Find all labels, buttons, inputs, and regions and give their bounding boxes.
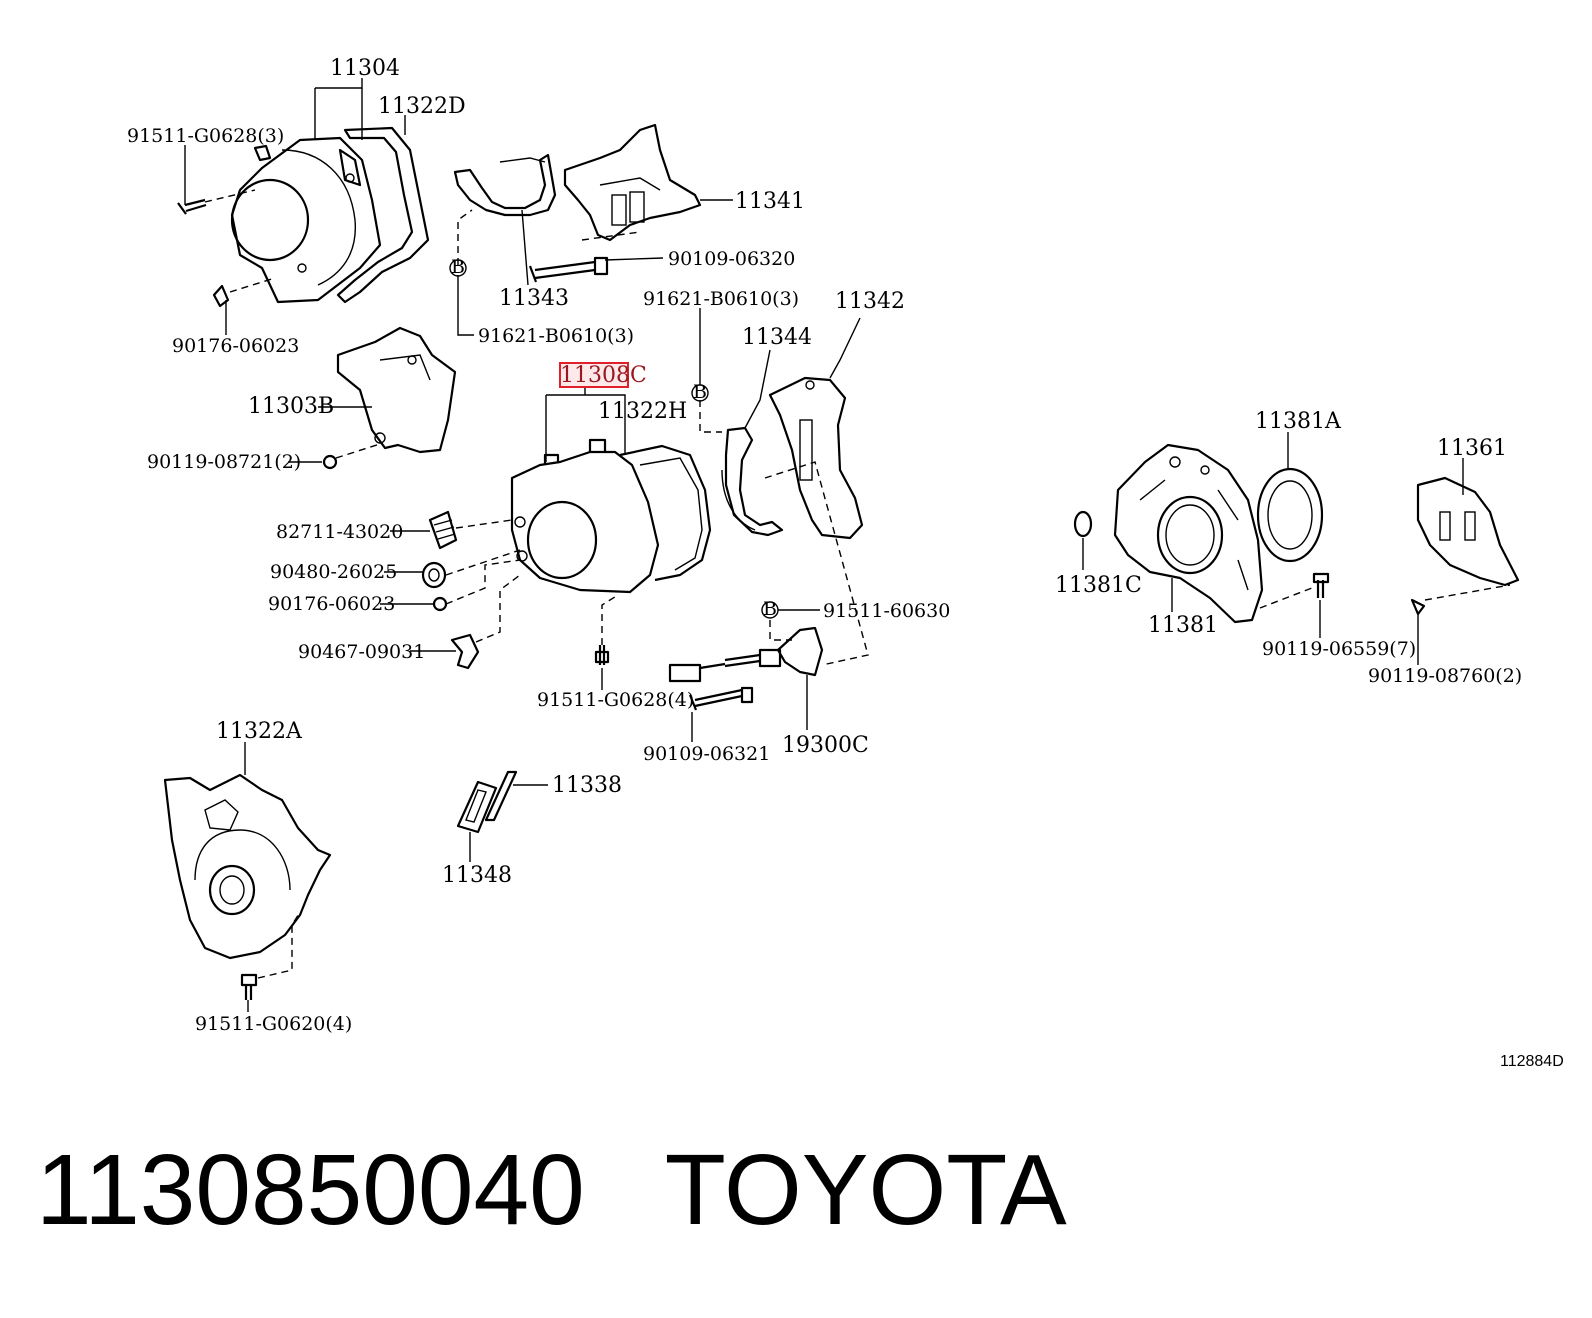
label-11381C[interactable]: 11381C <box>1055 573 1142 598</box>
label-11322H[interactable]: 11322H <box>598 399 687 424</box>
nut-90176-06023-b <box>432 596 448 612</box>
marker-b-3: B <box>761 598 779 620</box>
label-11381[interactable]: 11381 <box>1148 613 1218 638</box>
bearing-cap-11341 <box>563 123 702 242</box>
label-91511-G0628-3[interactable]: 91511-G0628(3) <box>127 125 284 147</box>
brand-name: TOYOTA <box>664 1134 1067 1246</box>
marker-b-2: B <box>691 381 709 403</box>
label-11322D[interactable]: 11322D <box>378 94 466 119</box>
part-11338 <box>484 770 518 822</box>
label-90119-06559-7[interactable]: 90119-06559(7) <box>1262 638 1416 660</box>
gasket-11322H <box>619 444 712 582</box>
o-ring-11381C <box>1073 510 1093 538</box>
part-labels: 11304 11322D 91511-G0628(3) 90176-06023 … <box>127 56 1564 1070</box>
svg-text:B: B <box>763 598 777 620</box>
bolt-91511-G0628-3 <box>177 198 207 215</box>
clip-90467-09031 <box>450 633 480 670</box>
label-11348[interactable]: 11348 <box>442 863 512 888</box>
svg-text:B: B <box>451 256 465 278</box>
label-90119-08760-2[interactable]: 90119-08760(2) <box>1368 665 1522 687</box>
bolt-91511-G0628-4 <box>594 645 610 665</box>
label-11343[interactable]: 11343 <box>499 286 569 311</box>
part-11348 <box>456 780 498 834</box>
label-11381A[interactable]: 11381A <box>1255 409 1342 434</box>
label-91511-G0628-4[interactable]: 91511-G0628(4) <box>537 689 694 711</box>
label-11342[interactable]: 11342 <box>835 289 905 314</box>
label-90109-06320[interactable]: 90109-06320 <box>668 248 795 270</box>
label-11308C[interactable]: 11308C <box>560 363 647 388</box>
nut-90176-06023-a <box>212 284 230 308</box>
leader-lines <box>184 78 1511 1012</box>
bolt-90119-08760 <box>1410 598 1426 616</box>
bearing-cap-11342 <box>768 376 864 540</box>
bolt-90109-06321 <box>688 686 754 711</box>
diagram-ref-code: 112884D <box>1500 1053 1564 1070</box>
bolt-91511-G0620-4 <box>240 973 258 1000</box>
plate-11361 <box>1416 476 1520 587</box>
seal-90480-26025 <box>421 561 447 589</box>
timing-cover-upper-11304 <box>230 136 382 304</box>
label-90119-08721-2[interactable]: 90119-08721(2) <box>147 451 301 473</box>
bolt-90119-08721 <box>322 454 338 470</box>
label-91621-B0610-3-a[interactable]: 91621-B0610(3) <box>478 325 634 347</box>
housing-11308C <box>510 438 660 594</box>
timing-cover-lower-11322A <box>163 773 332 960</box>
bearing-11344 <box>721 426 784 537</box>
label-11303B[interactable]: 11303B <box>248 394 334 419</box>
label-11322A[interactable]: 11322A <box>216 719 303 744</box>
label-11344[interactable]: 11344 <box>742 325 812 350</box>
plug-82711-43020 <box>428 510 458 550</box>
label-91511-G0620-4[interactable]: 91511-G0620(4) <box>195 1013 352 1035</box>
label-90467-09031[interactable]: 90467-09031 <box>298 641 425 663</box>
label-90176-06023-b[interactable]: 90176-06023 <box>268 593 395 615</box>
gasket-11322D <box>336 126 430 304</box>
label-11341[interactable]: 11341 <box>735 189 805 214</box>
part-number: 1130850040 <box>36 1134 585 1246</box>
retainer-11381 <box>1113 443 1264 624</box>
caption: 1130850040 TOYOTA <box>36 1130 1147 1250</box>
highlight-box-11308C <box>559 362 629 388</box>
label-90176-06023-a[interactable]: 90176-06023 <box>172 335 299 357</box>
label-91621-B0610-3-b[interactable]: 91621-B0610(3) <box>643 288 799 310</box>
label-11361[interactable]: 11361 <box>1437 436 1507 461</box>
svg-text:B: B <box>693 381 707 403</box>
label-19300C[interactable]: 19300C <box>782 733 869 758</box>
label-11338[interactable]: 11338 <box>552 773 622 798</box>
oil-seal-11381A <box>1256 467 1324 563</box>
marker-b-1: B <box>449 256 467 278</box>
bracket-11303B <box>336 326 457 454</box>
bolt-90119-06559 <box>1312 572 1330 598</box>
label-11304[interactable]: 11304 <box>330 56 400 81</box>
label-90480-26025[interactable]: 90480-26025 <box>270 561 397 583</box>
label-90109-06321[interactable]: 90109-06321 <box>643 743 770 765</box>
sensor-19300C <box>668 626 824 683</box>
label-91511-60630[interactable]: 91511-60630 <box>823 600 950 622</box>
bearing-11343 <box>453 153 557 217</box>
bolt-90109-06320 <box>528 256 609 283</box>
label-82711-43020[interactable]: 82711-43020 <box>276 521 403 543</box>
